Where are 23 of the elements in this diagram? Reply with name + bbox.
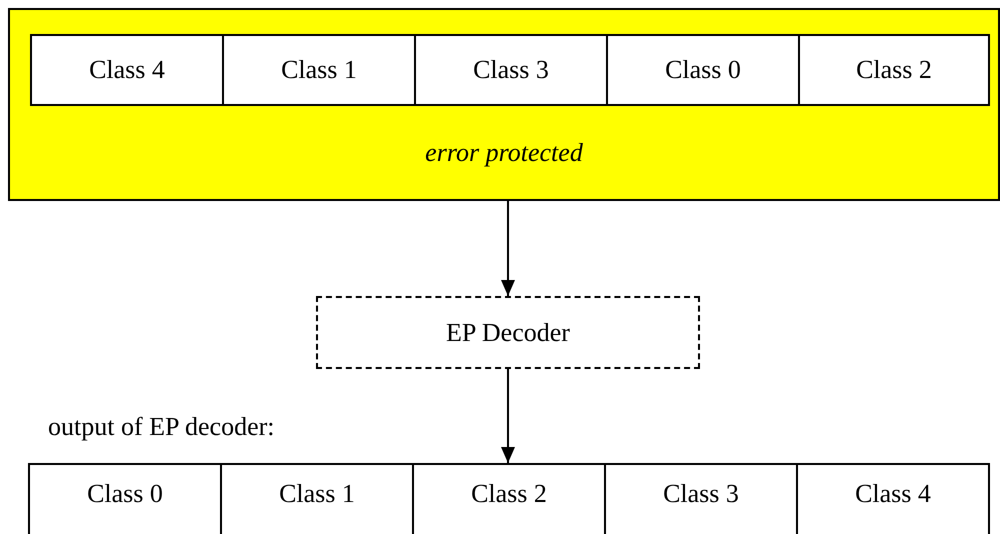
cell-text: Class 0 <box>87 479 163 509</box>
class-cell <box>414 34 606 106</box>
class-cell <box>30 34 222 106</box>
cell-text: EP Decoder <box>446 318 570 348</box>
cell-text: Class 3 <box>663 479 739 509</box>
cell-text: Class 2 <box>856 55 932 85</box>
arrow <box>501 369 515 463</box>
class-cell <box>222 34 414 106</box>
decoder-box <box>316 296 700 369</box>
cell-text: Class 0 <box>665 55 741 85</box>
cell-text: Class 1 <box>281 55 357 85</box>
class-row <box>28 463 990 534</box>
class-cell <box>798 34 990 106</box>
panel-caption: error protected <box>425 138 583 168</box>
arrow <box>501 201 515 296</box>
protected-panel <box>8 8 1000 201</box>
cell-text: Class 4 <box>89 55 165 85</box>
cell-text: Class 4 <box>855 479 931 509</box>
section-label: output of EP decoder: <box>48 412 274 442</box>
cell-text: Class 3 <box>473 55 549 85</box>
class-cell <box>606 34 798 106</box>
cell-text: Class 2 <box>471 479 547 509</box>
cell-text: Class 1 <box>279 479 355 509</box>
